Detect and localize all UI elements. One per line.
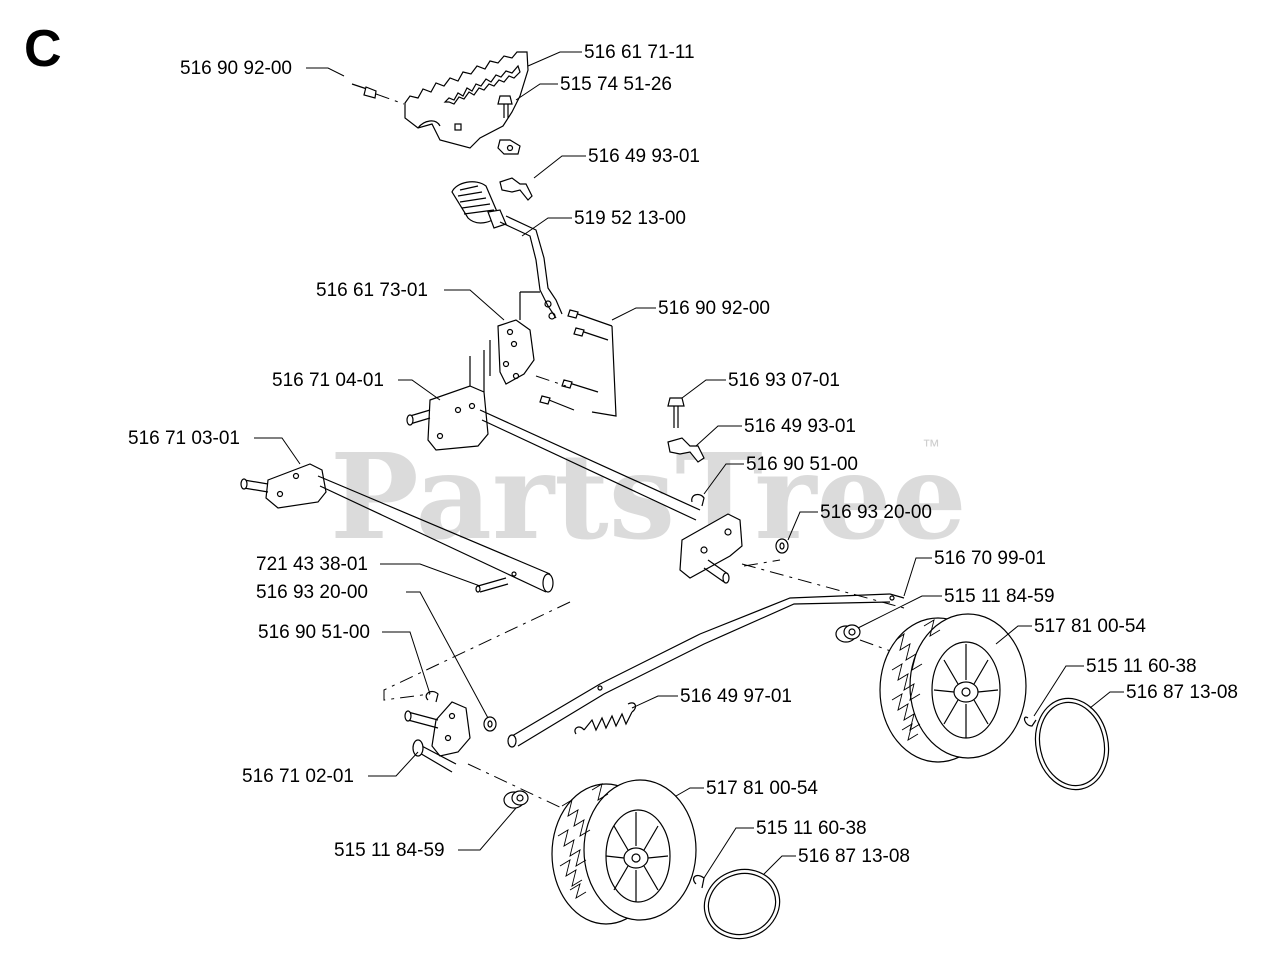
part-label: 516 87 13-08 <box>798 846 910 867</box>
bushing-left <box>503 790 529 809</box>
part-label: 516 71 02-01 <box>242 766 354 787</box>
latch-mid <box>667 437 705 463</box>
axle-rod-upper <box>479 409 701 521</box>
clip-lower <box>425 690 439 703</box>
part-label: 516 71 04-01 <box>272 370 384 391</box>
clip-left <box>692 874 705 889</box>
part-label: 515 11 84-59 <box>334 840 445 861</box>
spring <box>574 702 637 735</box>
part-label: 516 61 71-11 <box>584 42 695 63</box>
washer-lower <box>483 716 497 732</box>
part-label: 515 11 60-38 <box>1086 656 1197 677</box>
clip-upper <box>691 493 705 507</box>
axle-bracket-right <box>679 513 743 584</box>
connecting-rod <box>507 593 905 748</box>
hubcap-right <box>1034 697 1110 791</box>
part-label: 515 11 84-59 <box>944 586 1055 607</box>
axle-bracket-upper <box>406 385 489 451</box>
part-label: 516 93 07-01 <box>728 370 840 391</box>
part-label: 516 61 73-01 <box>316 280 428 301</box>
linkage-plate <box>469 291 540 392</box>
part-label: 516 90 51-00 <box>258 622 370 643</box>
axle-bracket-left <box>240 463 327 509</box>
watermark-tm: ™ <box>922 436 940 456</box>
part-label: 516 90 92-00 <box>180 58 292 79</box>
axle-bracket-lower <box>404 701 471 773</box>
part-label: 516 93 20-00 <box>256 582 368 603</box>
wheel-right <box>879 613 1027 763</box>
part-label: 516 49 97-01 <box>680 686 792 707</box>
part-label: 516 87 13-08 <box>1126 682 1238 703</box>
pin-top <box>351 83 405 105</box>
part-label: 516 70 99-01 <box>934 548 1046 569</box>
parts-drawing <box>240 51 1110 940</box>
screw-top <box>497 95 513 118</box>
handle-lever <box>451 181 563 320</box>
screw-mid <box>667 397 685 428</box>
part-label: 517 81 00-54 <box>1034 616 1146 637</box>
part-label: 516 71 03-01 <box>128 428 240 449</box>
part-label: 515 74 51-26 <box>560 74 672 95</box>
part-label: 721 43 38-01 <box>256 554 368 575</box>
part-labels: 516 90 92-00 516 61 71-11 515 74 51-26 5… <box>128 42 1238 867</box>
pins-group <box>535 309 617 417</box>
height-adjust-plate <box>404 51 529 155</box>
part-label: 516 49 93-01 <box>744 416 856 437</box>
section-letter: C <box>24 20 62 78</box>
wheel-left <box>551 779 697 925</box>
part-label: 516 90 92-00 <box>658 298 770 319</box>
part-label: 516 90 51-00 <box>746 454 858 475</box>
latch-upper <box>499 177 533 201</box>
pin-small <box>475 577 509 593</box>
part-label: 516 93 20-00 <box>820 502 932 523</box>
part-label: 519 52 13-00 <box>574 208 686 229</box>
axle-rod-left <box>317 475 554 593</box>
part-label: 517 81 00-54 <box>706 778 818 799</box>
washer-upper <box>775 538 789 554</box>
part-label: 515 11 60-38 <box>756 818 867 839</box>
part-label: 516 49 93-01 <box>588 146 700 167</box>
clip-right <box>1023 716 1037 727</box>
watermark: PartsTree <box>330 427 967 566</box>
leader-lines <box>254 51 1124 879</box>
hubcap-left <box>703 868 781 940</box>
bushing-right <box>835 624 861 643</box>
